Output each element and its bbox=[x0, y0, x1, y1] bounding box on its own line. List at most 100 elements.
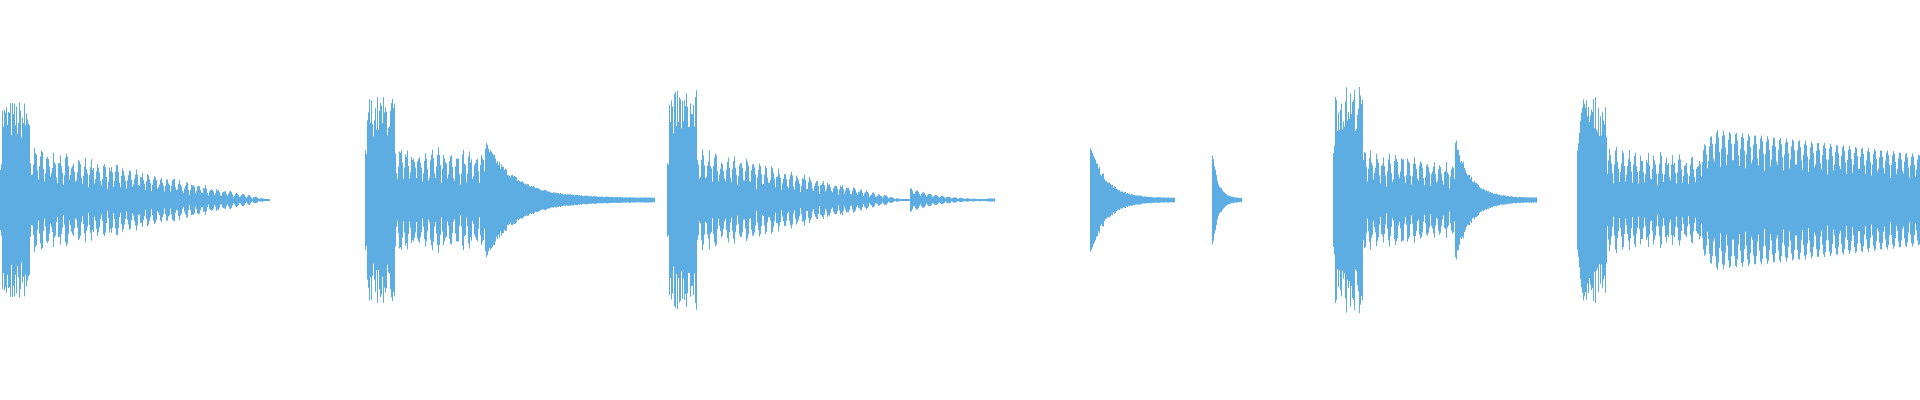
waveform-sample-bar bbox=[1602, 112, 1603, 288]
waveform-sample-bar bbox=[1422, 167, 1423, 233]
waveform-sample-bar bbox=[684, 100, 685, 300]
waveform-sample-bar bbox=[702, 149, 703, 251]
waveform-sample-bar bbox=[512, 174, 513, 226]
waveform-sample-bar bbox=[1813, 153, 1814, 247]
waveform-sample-bar bbox=[194, 186, 195, 214]
waveform-sample-bar bbox=[108, 181, 109, 219]
waveform-sample-bar bbox=[1831, 146, 1832, 254]
waveform-sample-bar bbox=[1427, 164, 1428, 236]
waveform-sample-bar bbox=[112, 172, 113, 228]
waveform-sample-bar bbox=[1377, 159, 1378, 241]
waveform-sample-bar bbox=[1670, 180, 1671, 220]
waveform-sample-bar bbox=[878, 194, 879, 206]
waveform-sample-bar bbox=[1151, 196, 1152, 204]
waveform-sample-bar bbox=[94, 183, 95, 217]
waveform-sample-bar bbox=[1811, 141, 1812, 259]
waveform-sample-bar bbox=[672, 106, 673, 294]
waveform-sample-bar bbox=[1810, 147, 1811, 253]
waveform-sample-bar bbox=[1466, 173, 1467, 227]
waveform-sample-bar bbox=[1523, 197, 1524, 203]
waveform-sample-bar bbox=[1471, 176, 1472, 224]
waveform-sample-bar bbox=[1782, 157, 1783, 243]
waveform-sample-bar bbox=[227, 196, 228, 204]
waveform-sample-bar bbox=[167, 179, 168, 221]
waveform-sample-bar bbox=[749, 181, 750, 219]
waveform-sample-bar bbox=[172, 180, 173, 220]
waveform-sample-bar bbox=[807, 189, 808, 211]
waveform-sample-bar bbox=[648, 197, 649, 203]
waveform-sample-bar bbox=[869, 196, 870, 204]
waveform-sample-bar bbox=[7, 125, 8, 275]
waveform-sample-bar bbox=[1383, 157, 1384, 243]
waveform-sample-bar bbox=[699, 178, 700, 222]
waveform-sample-bar bbox=[835, 185, 836, 215]
waveform-sample-bar bbox=[1872, 164, 1873, 236]
waveform-sample-bar bbox=[1453, 167, 1454, 233]
waveform-sample-bar bbox=[638, 197, 639, 203]
waveform-sample-bar bbox=[908, 199, 909, 201]
waveform-sample-bar bbox=[1780, 137, 1781, 263]
waveform-sample-bar bbox=[1426, 165, 1427, 235]
waveform-sample-bar bbox=[449, 161, 450, 239]
waveform-sample-bar bbox=[161, 177, 162, 223]
waveform-sample-bar bbox=[541, 190, 542, 210]
waveform-sample-bar bbox=[933, 196, 934, 204]
waveform-sample-bar bbox=[920, 195, 921, 205]
waveform-sample-bar bbox=[1375, 167, 1376, 233]
waveform-sample-bar bbox=[1122, 191, 1123, 209]
waveform-sample-bar bbox=[970, 199, 971, 201]
waveform-sample-bar bbox=[379, 110, 380, 290]
waveform-sample-bar bbox=[1381, 166, 1382, 234]
waveform-sample-bar bbox=[1771, 159, 1772, 241]
waveform-sample-bar bbox=[133, 184, 134, 216]
waveform-sample-bar bbox=[1496, 193, 1497, 207]
waveform-sample-bar bbox=[861, 189, 862, 211]
waveform-sample-bar bbox=[740, 163, 741, 237]
waveform-sample-bar bbox=[508, 174, 509, 226]
waveform-sample-bar bbox=[513, 176, 514, 224]
waveform-sample-bar bbox=[122, 168, 123, 232]
waveform-sample-bar bbox=[266, 199, 267, 201]
waveform-sample-bar bbox=[853, 187, 854, 213]
waveform-sample-bar bbox=[68, 165, 69, 235]
waveform-sample-bar bbox=[1105, 181, 1106, 219]
waveform-sample-bar bbox=[1868, 148, 1869, 252]
waveform-sample-bar bbox=[1170, 197, 1171, 203]
waveform-sample-bar bbox=[828, 184, 829, 216]
waveform-sample-bar bbox=[890, 197, 891, 203]
waveform-sample-bar bbox=[910, 188, 911, 212]
waveform-sample-bar bbox=[439, 155, 440, 245]
waveform-sample-bar bbox=[1219, 186, 1220, 214]
waveform-sample-bar bbox=[152, 184, 153, 216]
waveform-sample-bar bbox=[415, 167, 416, 233]
waveform-sample-bar bbox=[1744, 150, 1745, 250]
waveform-sample-bar bbox=[717, 171, 718, 229]
waveform-sample-bar bbox=[1755, 135, 1756, 265]
waveform-sample-bar bbox=[1707, 168, 1708, 232]
waveform-sample-bar bbox=[1440, 167, 1441, 233]
waveform-sample-bar bbox=[907, 199, 908, 201]
waveform-sample-bar bbox=[639, 197, 640, 203]
waveform-sample-bar bbox=[1150, 196, 1151, 204]
waveform-sample-bar bbox=[953, 197, 954, 203]
waveform-sample-bar bbox=[1855, 147, 1856, 253]
waveform-sample-bar bbox=[831, 191, 832, 209]
waveform-sample-bar bbox=[1400, 171, 1401, 229]
waveform-sample-bar bbox=[643, 197, 644, 203]
waveform-sample-bar bbox=[778, 168, 779, 232]
waveform-sample-bar bbox=[725, 181, 726, 219]
waveform-sample-bar bbox=[381, 105, 382, 295]
waveform-sample-bar bbox=[1817, 143, 1818, 257]
waveform-sample-bar bbox=[1149, 196, 1150, 203]
waveform-sample-bar bbox=[1169, 197, 1170, 203]
waveform-sample-bar bbox=[1529, 197, 1530, 203]
waveform-sample-bar bbox=[1718, 137, 1719, 263]
waveform-sample-bar bbox=[140, 177, 141, 223]
waveform-sample-bar bbox=[604, 197, 605, 203]
waveform-sample-bar bbox=[1850, 149, 1851, 251]
waveform-sample-bar bbox=[1131, 193, 1132, 206]
waveform-sample-bar bbox=[1714, 161, 1715, 239]
waveform-sample-bar bbox=[779, 174, 780, 226]
waveform-sample-bar bbox=[413, 158, 414, 242]
waveform-sample-bar bbox=[88, 186, 89, 214]
